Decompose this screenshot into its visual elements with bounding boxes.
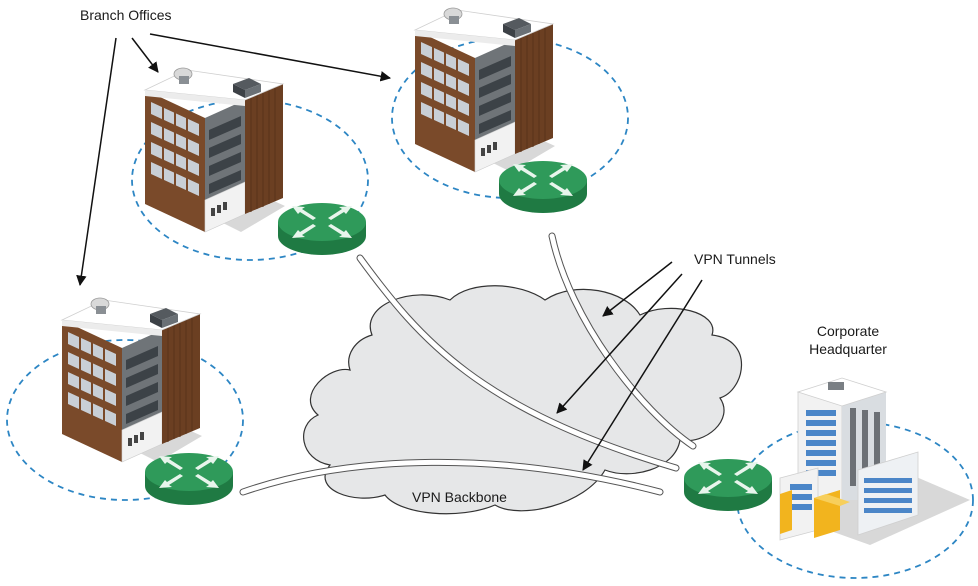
branch-office-building-3 (61, 297, 203, 463)
hq-label-line-1: Corporate (817, 323, 879, 339)
arrow-icon-branch-3 (76, 37, 117, 287)
router-icon-hq (684, 459, 772, 511)
arrow-icon-tunnel-2 (556, 273, 683, 414)
arrow-icon-branch-2 (149, 33, 392, 82)
vpn-tunnels-label: VPN Tunnels (694, 251, 776, 267)
arrow-icon-tunnel-3 (582, 279, 703, 471)
vpn-tunnels (239, 232, 697, 496)
router-icon-branch-2 (499, 161, 587, 213)
branch-3-circle (6, 339, 244, 501)
hq-label-line-2: Headquarter (809, 341, 887, 357)
headquarters-building-icon (779, 377, 970, 545)
router-icon-branch-3 (145, 453, 233, 505)
branch-1-circle (131, 99, 369, 261)
branch-office-building-2 (414, 7, 556, 173)
arrow-icon-branch-1 (131, 37, 159, 73)
arrow-icon-tunnel-1 (602, 261, 673, 317)
annotation-arrows (76, 33, 703, 471)
router-icon-branch-1 (278, 203, 366, 255)
vpn-backbone-cloud (303, 285, 742, 515)
branch-office-building-1 (144, 67, 286, 233)
vpn-backbone-label: VPN Backbone (412, 489, 507, 505)
branch-offices-label: Branch Offices (80, 7, 172, 23)
